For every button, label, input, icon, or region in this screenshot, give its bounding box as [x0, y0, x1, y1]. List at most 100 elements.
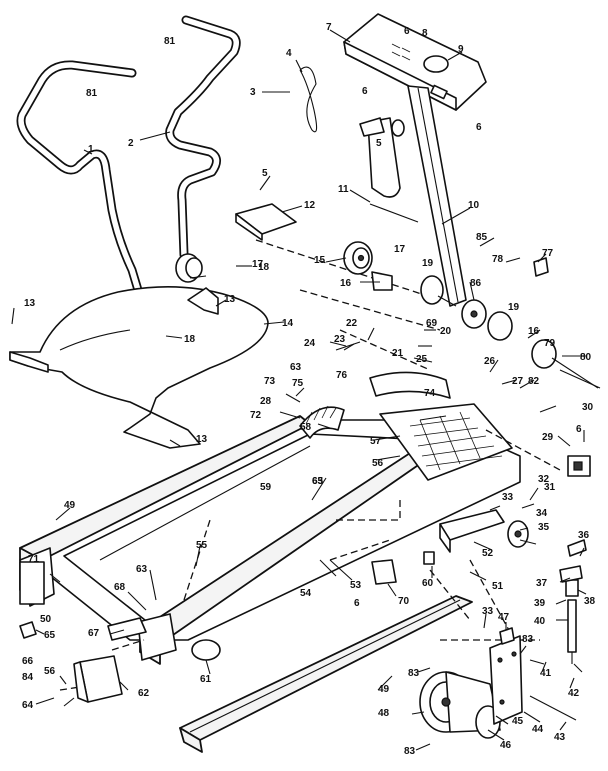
- roller-foot-61: [191, 639, 221, 661]
- callout: 60: [422, 578, 434, 589]
- front-cap-71: [19, 561, 45, 605]
- washer-19b: [487, 311, 513, 341]
- callout: 76: [336, 370, 348, 381]
- callout: 9: [458, 44, 464, 55]
- callout: 22: [346, 318, 358, 329]
- bolt-80: [559, 369, 601, 389]
- callout: 33: [482, 606, 494, 617]
- callout: 42: [568, 688, 580, 699]
- callout: 69: [426, 318, 438, 329]
- callout: 83: [408, 668, 420, 679]
- callout: 13: [224, 294, 236, 305]
- callout: 38: [584, 596, 596, 607]
- callout: 59: [260, 482, 272, 493]
- callout: 33: [502, 492, 514, 503]
- callout: 17: [394, 244, 406, 255]
- callout: 4: [286, 48, 292, 59]
- callout: 11: [338, 184, 349, 195]
- motor-plate-44: [489, 635, 523, 725]
- callout: 58: [300, 422, 312, 433]
- motor-hood: [9, 286, 269, 449]
- callout: 55: [196, 540, 208, 551]
- callout: 19: [508, 302, 520, 313]
- callout: 44: [532, 724, 544, 735]
- callout: 19: [422, 258, 434, 269]
- callout: 46: [500, 740, 512, 751]
- callout: 77: [542, 248, 554, 259]
- bracket-16: [371, 271, 393, 291]
- callout: 65: [44, 630, 56, 641]
- washer-19a: [420, 275, 444, 305]
- callout: 57: [370, 436, 382, 447]
- callout: 81: [86, 88, 98, 99]
- callout: 61: [200, 674, 212, 685]
- callout: 3: [250, 87, 256, 98]
- callout-labels: 1 2 3 4 5 5 6 6 6 6 6 7 8 9 10 11 12 13 …: [22, 22, 596, 757]
- callout: 65: [312, 476, 324, 487]
- callout: 13: [196, 434, 208, 445]
- callout: 18: [184, 334, 196, 345]
- bracket-70: [371, 559, 397, 585]
- callout: 12: [304, 200, 316, 211]
- callout: 21: [392, 348, 404, 359]
- plate-47: [499, 627, 515, 645]
- callout: 70: [398, 596, 410, 607]
- wheel-35: [507, 520, 529, 548]
- callout: 39: [534, 598, 546, 609]
- callout: 63: [290, 362, 302, 373]
- callout: 81: [164, 36, 176, 47]
- knob-77: [533, 257, 549, 277]
- callout: 53: [350, 580, 362, 591]
- callout: 83: [522, 634, 534, 645]
- callout: 49: [378, 684, 390, 695]
- console-pad: [367, 117, 401, 198]
- callout: 6: [362, 86, 368, 97]
- callout: 78: [492, 254, 504, 265]
- callout: 36: [578, 530, 590, 541]
- callout: 63: [312, 476, 324, 487]
- bracket-29: [567, 455, 591, 477]
- spring-36: [567, 539, 587, 557]
- callout: 10: [468, 200, 480, 211]
- callout: 23: [334, 334, 346, 345]
- bracket-5: [359, 117, 405, 137]
- callout: 68: [114, 582, 126, 593]
- bracket-52: [439, 509, 505, 553]
- callout: 28: [260, 396, 272, 407]
- callout: 29: [542, 432, 554, 443]
- callout: 43: [554, 732, 566, 743]
- callout: 2: [128, 138, 134, 149]
- assembly-lines: [59, 239, 561, 691]
- callout: 14: [282, 318, 294, 329]
- callout: 72: [250, 410, 262, 421]
- callout: 15: [314, 255, 326, 266]
- end-cap-62: [73, 655, 123, 703]
- clip-60: [423, 551, 435, 565]
- handlebar-left: [16, 60, 155, 335]
- callout: 71: [28, 554, 40, 565]
- callout: 26: [484, 356, 496, 367]
- bolt-43: [529, 695, 577, 721]
- callout: 41: [540, 668, 552, 679]
- wheel-86: [461, 299, 487, 329]
- callout: 24: [304, 338, 316, 349]
- bracket-12: [235, 203, 297, 241]
- pulley-15: [343, 241, 373, 275]
- callout: 27: [512, 376, 524, 387]
- callout: 48: [378, 708, 390, 719]
- callout: 7: [326, 22, 332, 33]
- callout: 40: [534, 616, 546, 627]
- callout: 18: [258, 262, 270, 273]
- callout: 80: [580, 352, 592, 363]
- callout: 56: [372, 458, 384, 469]
- callout: 13: [24, 298, 36, 309]
- callout: 64: [22, 700, 34, 711]
- callout: 86: [470, 278, 482, 289]
- callout: 85: [476, 232, 488, 243]
- callout: 17: [252, 259, 264, 270]
- roller-58: [299, 405, 345, 439]
- callout: 52: [482, 548, 494, 559]
- callout: 37: [536, 578, 548, 589]
- callout: 66: [22, 656, 34, 667]
- callout: 83: [404, 746, 416, 757]
